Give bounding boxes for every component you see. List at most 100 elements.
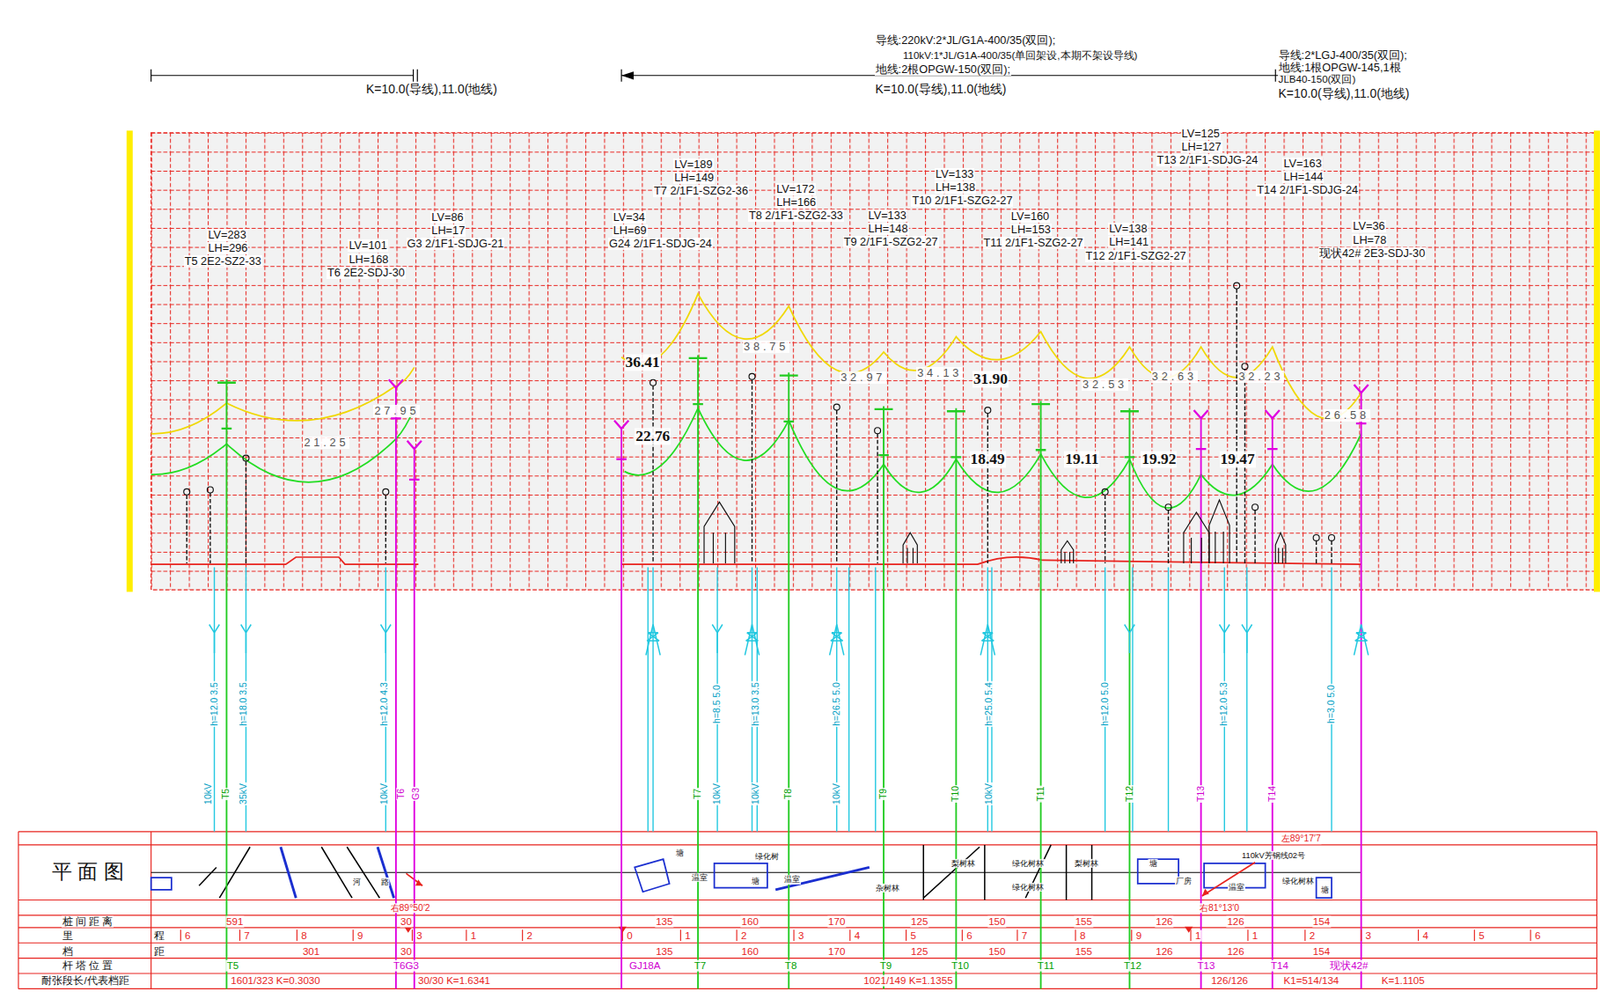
mileage-digit: 8 <box>1078 930 1087 942</box>
tower-spec: LV=36 <box>1351 220 1386 233</box>
tower-id: T9 <box>879 959 894 971</box>
building-outline <box>1275 532 1286 564</box>
plan-label: 塘 <box>675 848 685 858</box>
pole-icon <box>209 624 221 654</box>
table-value: 135 <box>654 945 674 957</box>
crossing-note: 10kV <box>983 782 994 806</box>
mileage-digit: 6 <box>183 930 191 942</box>
plan-centerline <box>151 872 1362 874</box>
angle-note: 右81°13′0 <box>1198 902 1241 913</box>
tension-tower-top <box>614 420 629 460</box>
tower-spec: G3 2/1F1-SDJG-21 <box>406 237 506 250</box>
obstacle-top <box>1101 488 1109 495</box>
mileage-digit: 3 <box>1365 930 1373 942</box>
tower-line <box>395 388 397 990</box>
table-value: 591 <box>225 916 244 928</box>
tower-spec: T12 2/1F1-SZG2-27 <box>1085 249 1188 263</box>
mileage-tick <box>1016 929 1018 941</box>
clearance-value: 31.90 <box>972 371 1009 389</box>
row-header: 杆 塔 位 置 <box>61 959 115 971</box>
lattice-tower-icon <box>1354 624 1369 656</box>
tower-spec: T9 2/1F1-SZG2-27 <box>843 235 940 249</box>
mileage-digit: 1 <box>469 930 478 942</box>
crossing-note: T11 <box>1035 785 1046 802</box>
tower-spec: T10 2/1F1-SZG2-27 <box>910 194 1013 207</box>
table-value: 30 <box>399 945 413 957</box>
section-value: K1=514/134 <box>1283 975 1341 987</box>
tower-spec: LV=133 <box>867 209 908 222</box>
mileage-digit: 9 <box>1135 930 1143 942</box>
crossing-note: G3 <box>411 786 421 801</box>
table-value: 150 <box>987 916 1006 928</box>
tower-spec: LH=17 <box>430 224 466 237</box>
pole-icon <box>1218 624 1230 654</box>
mileage-digit: 4 <box>1421 930 1429 942</box>
clearance-value: 19.11 <box>1064 450 1100 468</box>
obstacle-top <box>206 486 213 493</box>
tower-crossarm <box>1031 403 1050 450</box>
table-value: 301 <box>301 945 321 957</box>
tower-spec: LH=138 <box>934 181 977 194</box>
plan-label: 塘 <box>1148 858 1159 868</box>
tower-spec: T5 2E2-SZ2-33 <box>183 255 263 268</box>
mileage-tick <box>1074 929 1076 941</box>
crossing-obstacle <box>1254 510 1256 564</box>
crossing-obstacle <box>1330 540 1332 564</box>
mileage-digit: 6 <box>1533 930 1542 942</box>
clearance-note: 32.53 <box>1081 378 1129 391</box>
obstacle-top <box>1241 363 1248 370</box>
crossing-note: T8 <box>783 787 793 800</box>
mileage-tick <box>239 929 241 941</box>
conductor-curve <box>621 293 1362 419</box>
tower-id: 现状42# <box>1328 959 1369 971</box>
line-spec: 地线:1根OPGW-145,1根 <box>1277 60 1402 74</box>
plan-arrow <box>405 862 1256 896</box>
obstacle-top <box>183 488 191 495</box>
mileage-digit: 2 <box>1308 930 1316 942</box>
conductor-curve <box>624 408 1362 508</box>
scale-bar <box>1593 130 1600 592</box>
tower-spec: LH=141 <box>1108 235 1150 249</box>
plan-label: 厂房 <box>1174 875 1193 885</box>
mileage-tick <box>411 929 413 941</box>
tower-spec: LH=153 <box>1010 223 1052 236</box>
row-header: 程 <box>153 930 166 942</box>
mileage-digit: 7 <box>1020 930 1028 942</box>
mileage-tick <box>792 929 794 941</box>
table-value: 30 <box>399 916 413 928</box>
clearance-note: 32.23 <box>1237 370 1285 383</box>
mileage-tick <box>1189 929 1191 941</box>
obstacle-top <box>1165 504 1172 511</box>
tower-spec: LV=172 <box>775 182 815 195</box>
clearance-value: 18.49 <box>969 450 1006 468</box>
table-value: 160 <box>741 945 760 957</box>
table-value: 160 <box>741 916 760 928</box>
table-value: 150 <box>987 945 1006 957</box>
conductor-curve <box>151 366 415 434</box>
tower-spec: LV=163 <box>1282 156 1322 169</box>
pole-icon <box>381 624 392 654</box>
pole-icon <box>711 624 723 654</box>
table-value: 125 <box>910 945 929 957</box>
mileage-digit: 1 <box>1194 930 1202 942</box>
tower-spec: T11 2/1F1-SZG2-27 <box>983 236 1085 250</box>
row-header: 档 <box>61 945 74 957</box>
crossing-note: T5 <box>221 787 232 800</box>
table-value: 170 <box>827 916 846 928</box>
mileage-digit: 5 <box>909 930 917 942</box>
ground-profile <box>151 557 1362 565</box>
crossing-obstacle <box>1167 510 1169 564</box>
crossing-note: 10kV <box>203 782 213 806</box>
tower-spec: G24 2/1F1-SDJG-24 <box>608 237 713 250</box>
angle-note: 左89°17′7 <box>1280 833 1322 844</box>
tower-id: T13 <box>1196 959 1217 971</box>
mileage-tick <box>905 929 907 941</box>
line-spec: 110kV:1*JL/G1A-400/35(单回架设,本期不架设导线) <box>902 49 1139 61</box>
tower-line <box>1129 408 1131 990</box>
crossing-line <box>647 567 649 832</box>
mileage-tick <box>1304 929 1306 941</box>
table-value: 155 <box>1074 945 1094 957</box>
building-outline <box>1061 540 1074 564</box>
line-spec: 导线:2*LGJ-400/35(双回); <box>1277 49 1409 62</box>
tension-tower-top <box>1265 410 1280 449</box>
